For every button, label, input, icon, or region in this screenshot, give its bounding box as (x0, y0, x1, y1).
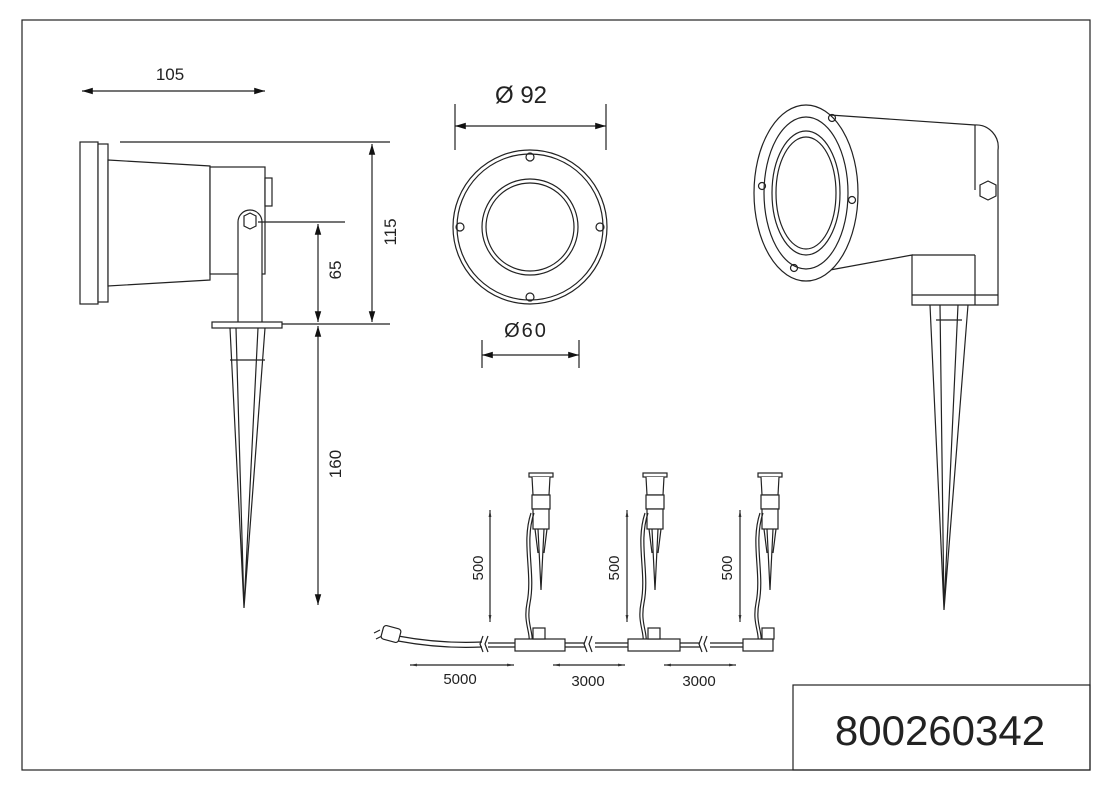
cable-drop-label-3: 500 (719, 555, 736, 580)
segment-length-2: 3000 (682, 673, 715, 690)
segment-length-1: 3000 (571, 673, 604, 690)
drawing-frame (21, 19, 1091, 771)
dimension-outer-diameter-label: Ø 92 (495, 82, 547, 109)
dimension-inner-diameter-label: Ø60 (504, 320, 548, 342)
dimension-spike-label: 160 (326, 450, 345, 478)
perspective-view-lamp (753, 104, 999, 611)
cable-drop-label-1: 500 (470, 555, 487, 580)
dimension-total-height-label: 115 (381, 218, 400, 245)
side-view-lamp (79, 141, 283, 609)
product-number: 800260342 (835, 707, 1045, 754)
lamp-chain (373, 472, 783, 653)
title-block (792, 684, 1091, 771)
lead-cable-length: 5000 (443, 671, 476, 688)
cable-drop-label-2: 500 (606, 555, 623, 580)
chain-dimensions (410, 510, 742, 667)
dimension-width-label: 105 (156, 65, 184, 84)
dimension-pivot-height-label: 65 (326, 261, 345, 280)
front-view-lamp (452, 149, 608, 305)
